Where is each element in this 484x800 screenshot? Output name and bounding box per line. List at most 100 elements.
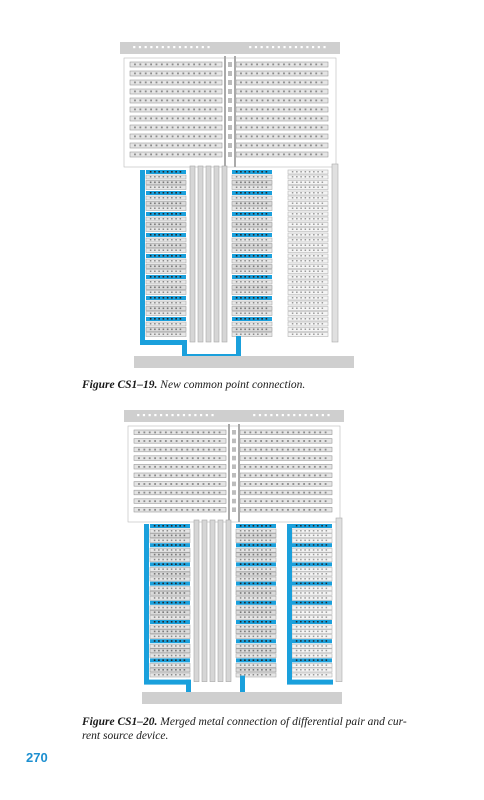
- contact-dot: [158, 669, 160, 671]
- contact-dot: [313, 508, 316, 511]
- contact-dot: [166, 297, 169, 299]
- contact-dot: [183, 611, 186, 613]
- contact-dot: [291, 270, 294, 272]
- contact-dot: [244, 649, 246, 652]
- contact-dot: [154, 302, 156, 304]
- contact-dot: [162, 534, 164, 537]
- contact-dot: [248, 553, 250, 556]
- contact-dot: [295, 592, 298, 594]
- contact-dot: [175, 558, 177, 561]
- contact-dot: [170, 616, 173, 618]
- device-frame: [127, 425, 341, 523]
- contact-dot: [166, 81, 169, 84]
- contact-dot: [300, 297, 302, 299]
- contact-dot: [153, 549, 156, 551]
- contact-dot: [166, 135, 169, 138]
- center-contact: [228, 98, 232, 103]
- contact-dot: [150, 72, 152, 75]
- contact-dot: [252, 635, 255, 638]
- contact-dot: [177, 99, 179, 102]
- contact-dot: [244, 525, 246, 527]
- device-strip: [150, 639, 190, 644]
- contact-dot: [235, 265, 238, 268]
- contact-dot: [175, 601, 177, 604]
- contact-dot: [171, 244, 173, 247]
- contact-dot: [170, 457, 173, 460]
- contact-dot: [149, 197, 152, 199]
- contact-dot: [304, 621, 306, 623]
- contact-dot: [162, 626, 164, 628]
- figure-label: Figure CS1–20.: [82, 716, 158, 728]
- contact-dot: [240, 333, 242, 335]
- contact-dot: [186, 508, 189, 511]
- contact-dot: [261, 578, 263, 580]
- contact-dot: [269, 626, 272, 628]
- contact-dot: [265, 448, 268, 451]
- finger-left: [133, 429, 227, 435]
- contact-dot: [261, 270, 263, 272]
- contact-dot: [321, 297, 324, 299]
- contact-dot: [321, 213, 324, 215]
- contact-dot: [292, 508, 295, 511]
- contact-dot: [265, 302, 268, 304]
- contact-dot: [296, 312, 298, 314]
- contact-dot: [300, 606, 302, 609]
- contact-dot: [308, 307, 311, 309]
- contact-dot: [270, 474, 273, 477]
- contact-dot: [179, 260, 182, 262]
- center-contact: [232, 507, 236, 512]
- contact-dot: [312, 630, 315, 633]
- contact-dot: [256, 630, 259, 633]
- contact-dot: [260, 457, 262, 460]
- contact-dot: [252, 553, 255, 556]
- contact-dot: [296, 192, 298, 194]
- contact-dot: [139, 126, 142, 129]
- contact-dot: [249, 440, 252, 442]
- contact-dot: [303, 491, 305, 494]
- contact-dot: [252, 587, 255, 590]
- contact-dot: [256, 568, 259, 570]
- metal-rail: [144, 524, 149, 682]
- contact-dot: [181, 474, 183, 477]
- source-strip: [287, 295, 329, 301]
- device-strip: [150, 562, 190, 567]
- contact-dot: [256, 135, 258, 138]
- contact-dot: [288, 99, 291, 102]
- contact-dot: [261, 674, 263, 676]
- contact-dot: [209, 153, 212, 156]
- contact-dot: [162, 265, 165, 268]
- contact-dot: [248, 592, 250, 594]
- contact-dot: [299, 144, 301, 147]
- contact-dot: [308, 573, 311, 575]
- contact-dot: [321, 176, 324, 178]
- contact-dot: [292, 474, 295, 477]
- contact-dot: [149, 307, 152, 310]
- contact-dot: [254, 440, 257, 442]
- contact-dot: [261, 176, 263, 178]
- contact-dot: [296, 265, 298, 267]
- contact-dot: [149, 213, 152, 215]
- contact-dot: [317, 333, 319, 335]
- contact-dot: [240, 286, 242, 289]
- contact-dot: [170, 582, 173, 585]
- contact-dot: [313, 228, 315, 230]
- contact-dot: [153, 530, 156, 532]
- contact-dot: [162, 630, 164, 633]
- contact-dot: [149, 260, 152, 262]
- source-strip: [292, 543, 332, 548]
- finger-left: [133, 481, 227, 487]
- contact-dot: [313, 448, 316, 451]
- contact-dot: [207, 431, 210, 434]
- contact-dot: [325, 539, 328, 542]
- contact-dot: [175, 649, 177, 652]
- contact-dot: [134, 108, 136, 111]
- contact-dot: [244, 307, 246, 310]
- center-contact: [232, 490, 236, 495]
- contact-dot: [235, 181, 238, 184]
- device-strip: [231, 306, 273, 311]
- contact-dot: [304, 601, 306, 604]
- contact-dot: [235, 270, 238, 272]
- contact-dot: [153, 630, 156, 633]
- contact-dot: [182, 135, 185, 138]
- contact-dot: [155, 153, 158, 156]
